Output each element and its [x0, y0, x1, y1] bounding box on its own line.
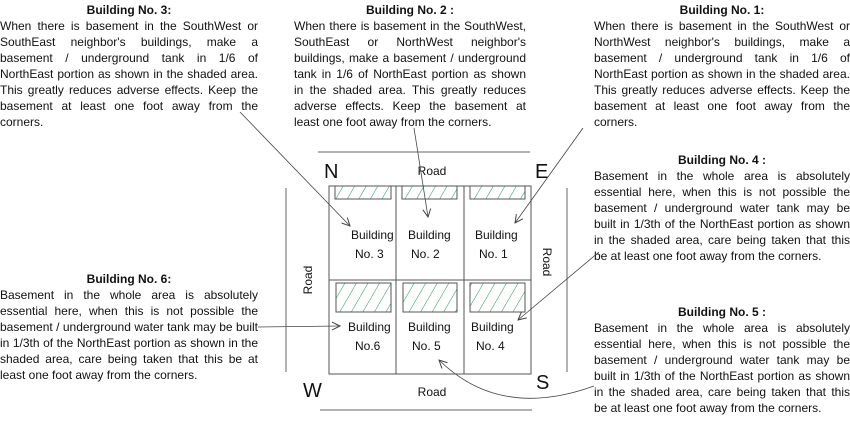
shaded-basement-3	[334, 185, 392, 200]
plot-labels: Building No. 3 Building No. 2 Building N…	[348, 228, 518, 353]
shaded-basement-5	[402, 282, 458, 313]
note-body: Basement in the whole area is absolutely…	[594, 169, 850, 263]
arrow-note-1	[515, 127, 584, 223]
arrow-note-6	[257, 326, 340, 327]
plot-6-number: No.6	[355, 339, 381, 353]
arrow-note-3	[239, 111, 350, 226]
note-building-6: Building No. 6: Basement in the whole ar…	[0, 271, 258, 383]
plot-5-building: Building	[408, 320, 451, 334]
direction-east: E	[535, 161, 548, 183]
plot-4-building: Building	[471, 320, 514, 334]
direction-south: S	[536, 372, 549, 394]
note-building-5: Building No. 5 : Basement in the whole a…	[594, 304, 850, 416]
note-body: Basement in the whole area is absolutely…	[594, 321, 850, 415]
note-building-4: Building No. 4 : Basement in the whole a…	[594, 152, 850, 264]
note-title: Building No. 1:	[679, 3, 765, 17]
shaded-basement-2	[401, 185, 458, 200]
note-title: Building No. 4 :	[678, 153, 766, 167]
arrow-note-2	[413, 127, 428, 217]
plot-6-building: Building	[348, 320, 391, 334]
shaded-basement-1	[469, 185, 526, 200]
note-body: Basement in the whole area is absolutely…	[0, 288, 258, 382]
road-label-east: Road	[540, 248, 554, 277]
note-body: When there is basement in the SouthWest …	[0, 19, 258, 129]
plot-1-number: No. 1	[479, 247, 508, 261]
plot-2-number: No. 2	[411, 247, 440, 261]
note-title: Building No. 5 :	[678, 305, 766, 319]
pointer-arrows	[239, 111, 600, 399]
road-label-south: Road	[418, 385, 447, 399]
note-body: When there is basement in the SouthWest,…	[294, 19, 526, 129]
note-building-2: Building No. 2 : When there is basement …	[294, 2, 526, 130]
note-building-1: Building No. 1: When there is basement i…	[594, 2, 850, 130]
plot-2-building: Building	[408, 228, 451, 242]
direction-west: W	[303, 380, 322, 402]
plot-1-building: Building	[475, 228, 518, 242]
shaded-basement-4	[469, 282, 526, 313]
note-title: Building No. 6:	[86, 272, 172, 286]
direction-north: N	[324, 161, 338, 183]
arrow-note-5	[439, 360, 595, 399]
note-title: Building No. 2 :	[366, 3, 454, 17]
shaded-basement-6	[335, 282, 392, 313]
note-title: Building No. 3:	[86, 3, 172, 17]
plot-4-number: No. 4	[476, 339, 505, 353]
plot-3-building: Building	[351, 228, 394, 242]
note-body: When there is basement in the SouthWest …	[594, 19, 850, 129]
arrow-note-4	[518, 251, 600, 320]
road-label-north: Road	[418, 164, 447, 178]
plot-3-number: No. 3	[355, 247, 384, 261]
note-building-3: Building No. 3: When there is basement i…	[0, 2, 258, 130]
road-label-west: Road	[301, 266, 315, 295]
plot-5-number: No. 5	[412, 339, 441, 353]
